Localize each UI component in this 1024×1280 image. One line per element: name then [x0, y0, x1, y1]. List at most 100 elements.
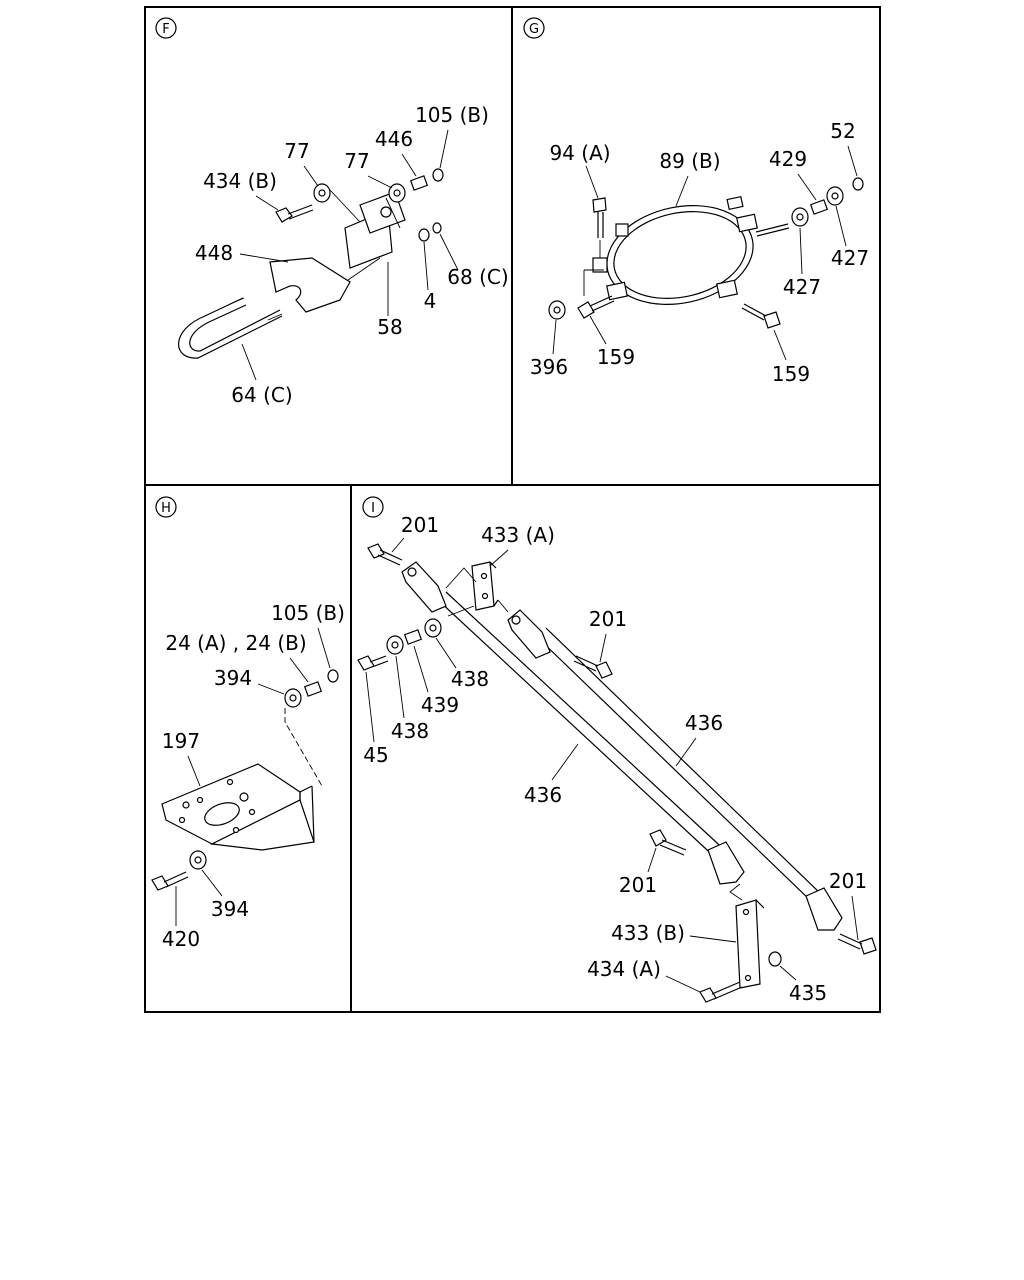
leader-line — [201, 869, 223, 897]
part-label-g-159b: 159 — [772, 362, 810, 386]
leader-line — [317, 627, 331, 669]
part-label-f-446: 446 — [375, 127, 413, 151]
part-label-h-105b: 105 (B) — [271, 601, 345, 625]
tie-rod-436a-part — [401, 561, 745, 885]
leader-line — [599, 633, 607, 663]
leader-line — [551, 743, 579, 781]
part-label-f-58: 58 — [377, 315, 402, 339]
nut-52-part — [852, 177, 864, 191]
panel-badge-label-f: F — [162, 22, 169, 37]
bolt-45-part — [357, 655, 389, 671]
leader-line — [289, 657, 309, 683]
bracket-197-part — [161, 763, 315, 851]
nut-435-part — [768, 951, 782, 967]
panel-badge-label-i: I — [371, 501, 375, 516]
leader-line — [799, 227, 803, 275]
part-label-h-420: 420 — [162, 927, 200, 951]
leader-line — [851, 895, 859, 941]
collar-439-part — [403, 629, 423, 645]
part-label-i-201c: 201 — [619, 873, 657, 897]
part-label-f-105b: 105 (B) — [415, 103, 489, 127]
part-label-g-52: 52 — [830, 119, 855, 143]
leader-line — [665, 975, 701, 993]
leader-line — [797, 173, 817, 201]
panel-badge-g: G — [523, 17, 545, 39]
leader-line — [439, 233, 459, 271]
leader-line — [835, 205, 847, 247]
leader-line — [239, 253, 289, 263]
panel-badge-label-g: G — [529, 22, 539, 37]
part-label-h-24ab: 24 (A) , 24 (B) — [165, 631, 306, 655]
bolt-434b-part — [275, 204, 314, 223]
part-label-f-77a: 77 — [284, 139, 309, 163]
part-label-i-201b: 201 — [589, 607, 627, 631]
part-label-i-436b: 436 — [524, 783, 562, 807]
leader-line — [585, 165, 599, 199]
bolt-201b-part — [573, 655, 613, 679]
leader-line — [439, 129, 449, 169]
collar-446-part — [409, 175, 429, 191]
leader-line — [423, 241, 429, 291]
leader-line — [229, 297, 245, 305]
leader-line — [445, 567, 509, 617]
panel-badge-f: F — [155, 17, 177, 39]
bolt-201c-part — [649, 829, 687, 856]
leader-line — [257, 683, 285, 695]
part-label-g-89b: 89 (B) — [659, 149, 720, 173]
panel-badge-h: H — [155, 496, 177, 518]
washer-4-part — [418, 228, 430, 242]
leader-line — [689, 935, 737, 943]
leader-line — [187, 755, 201, 787]
part-label-g-159a: 159 — [597, 345, 635, 369]
leader-line — [773, 329, 787, 361]
leader-line — [267, 313, 283, 321]
part-label-i-45: 45 — [363, 743, 388, 767]
part-label-f-4: 4 — [424, 289, 437, 313]
bolt-434a-part — [699, 981, 743, 1003]
part-label-g-427b: 427 — [783, 275, 821, 299]
part-label-h-394a: 394 — [214, 666, 252, 690]
panel-i: I — [357, 496, 877, 1005]
nut-105b-h-part — [327, 669, 339, 683]
part-label-f-68c: 68 (C) — [447, 265, 508, 289]
leader-line — [552, 319, 557, 355]
leader-line — [675, 175, 689, 207]
u-bolt-part — [178, 297, 283, 359]
bracket-433b-part — [735, 899, 761, 989]
leader-line — [303, 165, 319, 187]
part-label-i-433a: 433 (A) — [481, 523, 555, 547]
nut-105b-part — [432, 168, 444, 182]
part-label-i-435: 435 — [789, 981, 827, 1005]
leader-line — [395, 655, 405, 719]
leader-line — [647, 847, 657, 873]
part-label-i-436a: 436 — [685, 711, 723, 735]
leader-line — [367, 175, 393, 189]
diagram-frame — [144, 6, 881, 1013]
bracket-433a-part — [471, 561, 495, 611]
part-label-f-64c: 64 (C) — [231, 383, 292, 407]
leader-line — [779, 965, 797, 981]
part-label-f-448: 448 — [195, 241, 233, 265]
bolt-201a-part — [367, 543, 403, 566]
leader-line — [589, 315, 607, 345]
leader-line — [847, 145, 858, 177]
part-label-i-438a: 438 — [451, 667, 489, 691]
band-clamp-part — [606, 195, 758, 306]
collar-429-part — [809, 199, 829, 215]
bolt-159a-part — [577, 295, 615, 319]
leader-line — [365, 671, 375, 743]
leader-line — [385, 197, 401, 229]
leader-line — [489, 549, 509, 567]
part-label-i-201d: 201 — [829, 869, 867, 893]
leader-line — [435, 637, 457, 669]
part-label-f-77b: 77 — [344, 149, 369, 173]
part-label-i-438b: 438 — [391, 719, 429, 743]
part-label-g-396: 396 — [530, 355, 568, 379]
part-label-g-427a: 427 — [831, 246, 869, 270]
collar-24-part — [303, 681, 323, 697]
leader-line — [241, 343, 257, 381]
part-label-i-201a: 201 — [401, 513, 439, 537]
leader-line — [401, 153, 417, 177]
leader-line — [391, 537, 405, 553]
